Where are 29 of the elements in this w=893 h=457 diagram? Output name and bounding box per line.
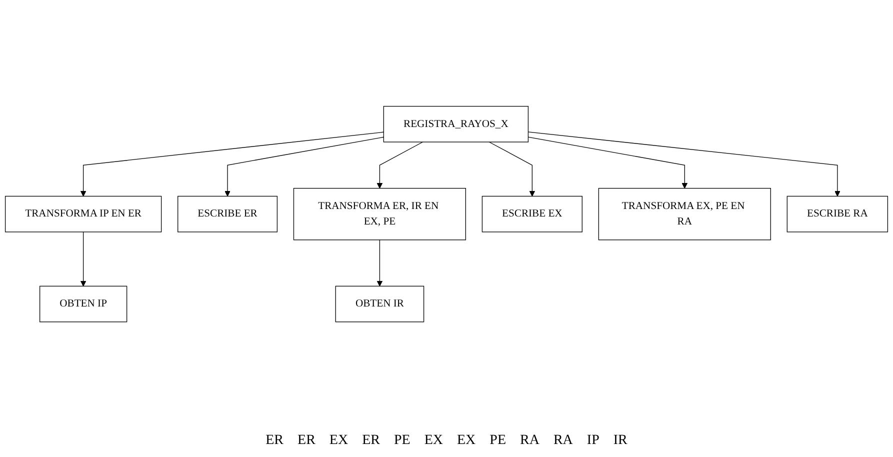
data-couple-label: RA: [520, 433, 540, 449]
node-box: ESCRIBE EX: [482, 196, 582, 233]
data-couple-label: IP: [586, 433, 600, 449]
node-box: OBTEN IP: [39, 286, 128, 323]
data-couple-label: PE: [490, 433, 506, 449]
node-box: OBTEN IR: [335, 286, 424, 323]
node-box: REGISTRA_RAYOS_X: [383, 106, 529, 143]
arrow: [80, 132, 384, 197]
data-couple-label: IR: [613, 433, 628, 449]
data-couple-label: ER: [298, 433, 316, 449]
node-box: ESCRIBE RA: [786, 196, 888, 233]
node-box: ESCRIBE ER: [178, 196, 278, 233]
data-couple-label: EX: [424, 433, 443, 449]
node-box: TRANSFORMA EX, PE EN RA: [598, 188, 771, 241]
data-couple-label: EX: [456, 433, 476, 449]
data-couple-label: RA: [553, 433, 573, 449]
arrow: [528, 137, 688, 189]
node-box: TRANSFORMA ER, IR EN EX, PE: [293, 188, 466, 241]
data-couple-label: PE: [394, 433, 410, 449]
arrow: [80, 232, 86, 287]
data-couple-label: ER: [362, 433, 380, 449]
arrow: [488, 142, 536, 197]
arrow: [376, 142, 424, 189]
arrow: [376, 240, 383, 287]
data-couple-label: EX: [329, 433, 348, 449]
data-couple-label: ER: [266, 433, 284, 449]
node-box: TRANSFORMA IP EN ER: [4, 196, 162, 233]
arrow: [224, 137, 384, 197]
arrow: [528, 132, 840, 197]
